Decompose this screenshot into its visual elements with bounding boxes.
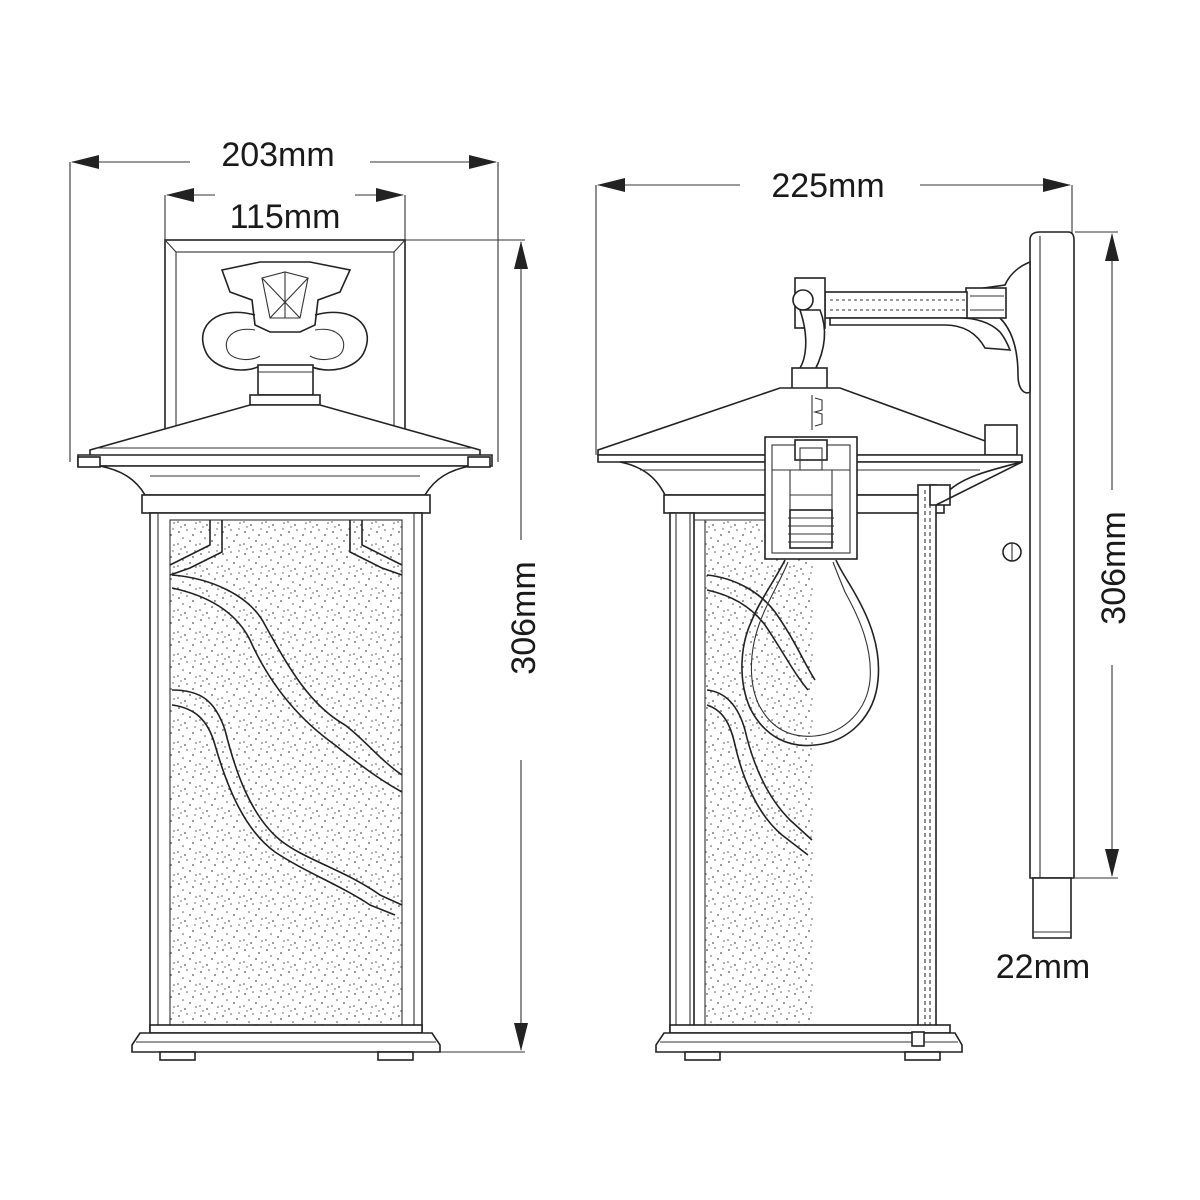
side-backplate: 22mm [996,231,1090,986]
front-view: 203mm 115mm 306mm [69,136,543,1061]
backplate-thickness-label: 22mm [996,948,1090,986]
side-bulb-assembly [741,436,880,747]
front-lantern-body [131,494,441,1061]
front-bracket-width-dimension: 115mm [164,188,406,240]
front-roof [77,404,493,496]
front-height-label: 306mm [505,561,543,674]
side-view: 225mm 306mm 22mm [595,167,1133,1061]
front-width-dimension: 203mm [69,136,499,462]
side-depth-label: 225mm [771,167,884,205]
side-depth-dimension: 225mm [595,167,1073,455]
side-height-label: 306mm [1095,511,1133,624]
side-arm [791,260,1031,394]
front-height-dimension: 306mm [405,239,543,1053]
front-bracket-width-label: 115mm [230,198,341,236]
front-ornament [202,261,368,406]
side-height-dimension: 306mm [1075,231,1133,879]
front-width-label: 203mm [221,136,334,174]
